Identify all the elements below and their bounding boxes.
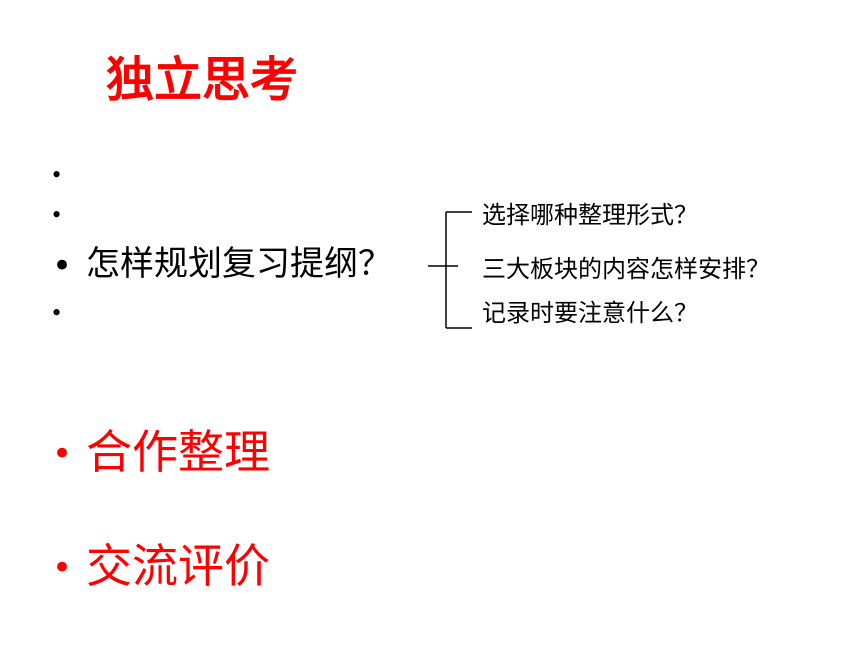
sub-question-3: 记录时要注意什么？ [482, 299, 698, 327]
red-bullet-2: • [52, 548, 73, 588]
main-question-bullet: • [52, 246, 73, 286]
main-question: 怎样规划复习提纲？ [86, 244, 392, 284]
slide-title: 独立思考 [106, 52, 299, 108]
evaluate-item: 交流评价 [86, 539, 270, 593]
empty-bullet-1: • [52, 160, 62, 189]
sub-question-2: 三大板块的内容怎样安排？ [482, 255, 770, 283]
empty-bullet-3: • [52, 298, 62, 327]
collaborate-item: 合作整理 [86, 425, 270, 479]
empty-bullet-2: • [52, 200, 62, 229]
bracket-connector [428, 211, 472, 329]
red-bullet-1: • [52, 434, 73, 474]
sub-question-1: 选择哪种整理形式？ [482, 201, 698, 229]
